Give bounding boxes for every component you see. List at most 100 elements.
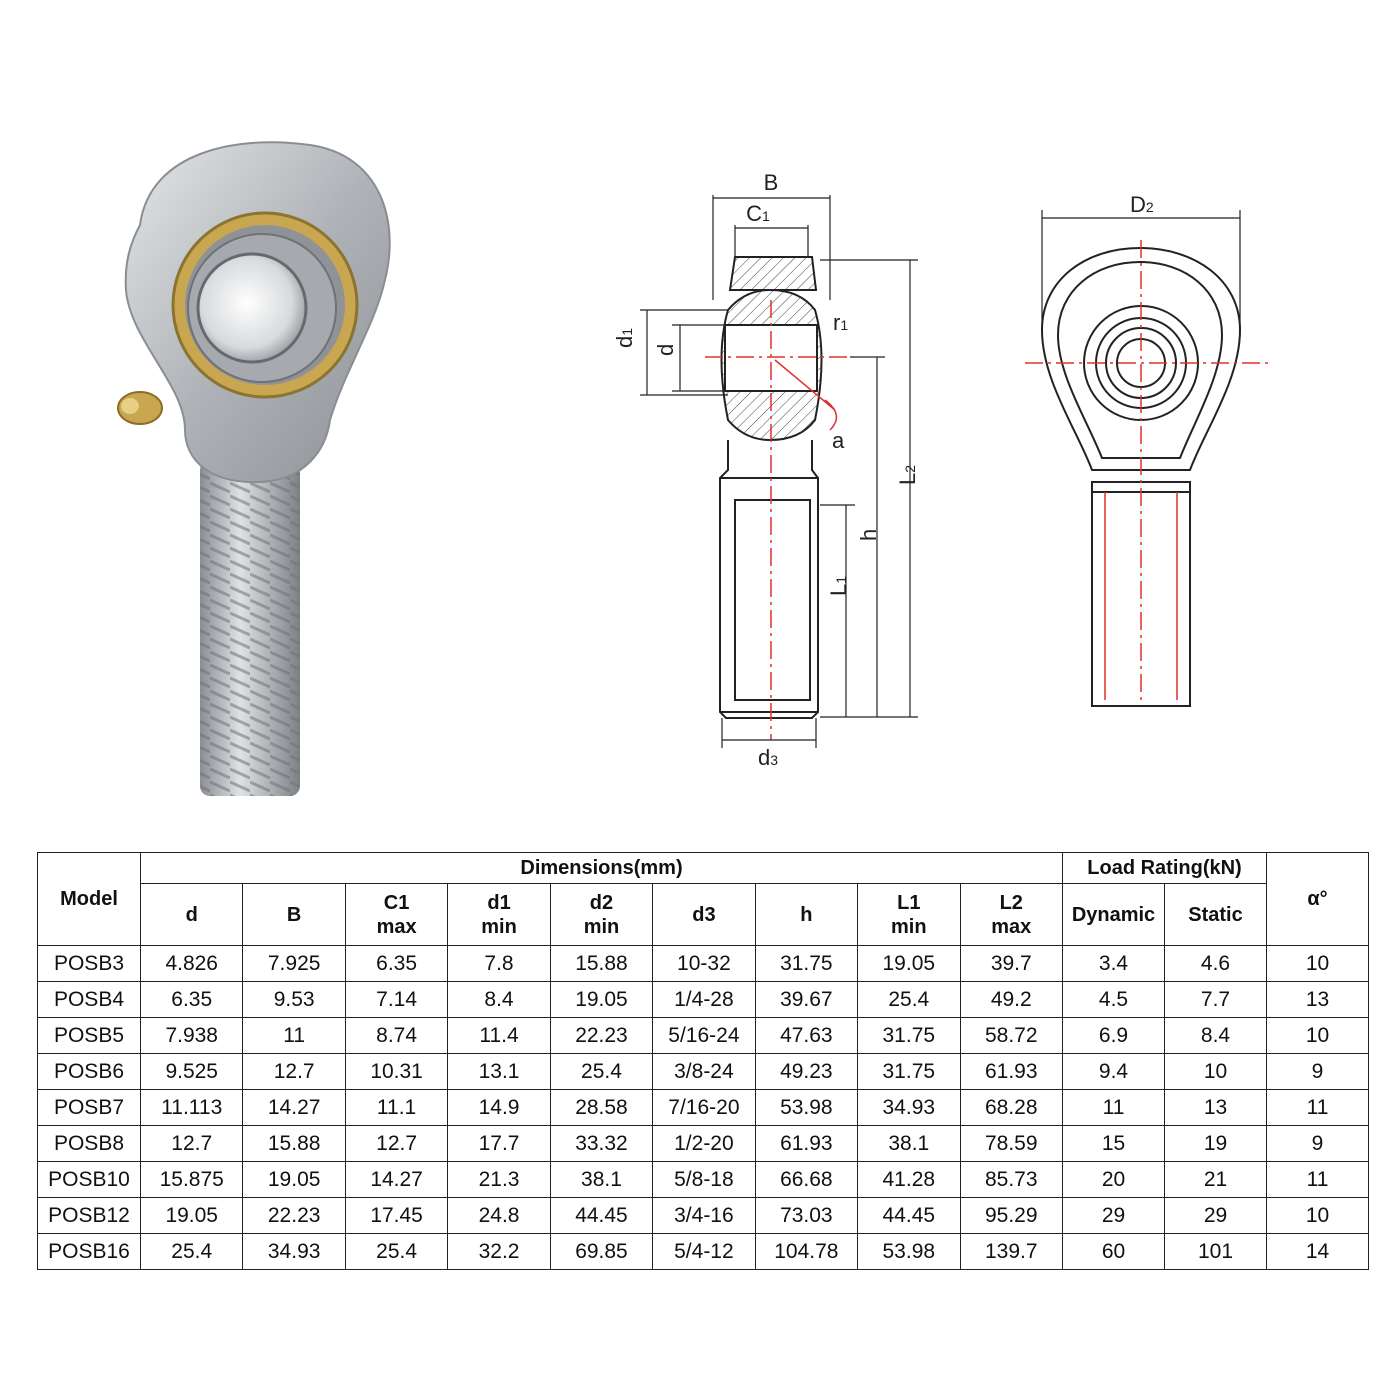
value-cell: 20 bbox=[1062, 1161, 1165, 1198]
value-cell: 13.1 bbox=[447, 1053, 551, 1090]
value-cell: 19.05 bbox=[549, 981, 654, 1018]
value-cell: 73.03 bbox=[754, 1197, 859, 1234]
value-cell: 21.3 bbox=[447, 1161, 551, 1198]
column-header-label: d1 bbox=[487, 891, 511, 914]
value-cell: 24.8 bbox=[447, 1197, 551, 1234]
value-cell: 17.7 bbox=[447, 1125, 551, 1162]
column-header-label: L1 bbox=[897, 891, 921, 914]
value-cell: 33.32 bbox=[549, 1125, 654, 1162]
label-L2-sub: 2 bbox=[902, 465, 918, 473]
value-cell: 7.8 bbox=[447, 945, 551, 982]
model-cell: POSB5 bbox=[37, 1017, 141, 1054]
value-cell: 32.2 bbox=[447, 1233, 551, 1270]
value-cell: 68.28 bbox=[959, 1089, 1063, 1126]
value-cell: 11 bbox=[1062, 1089, 1165, 1126]
value-cell: 9 bbox=[1266, 1125, 1369, 1162]
load-rating-header: Load Rating(kN) bbox=[1062, 852, 1267, 884]
value-cell: 44.45 bbox=[857, 1197, 961, 1234]
label-B: B bbox=[764, 170, 779, 195]
value-cell: 101 bbox=[1164, 1233, 1267, 1270]
value-cell: 58.72 bbox=[959, 1017, 1063, 1054]
value-cell: 41.28 bbox=[857, 1161, 961, 1198]
value-cell: 11.4 bbox=[447, 1017, 551, 1054]
value-cell: 10 bbox=[1266, 945, 1369, 982]
column-header-d: d bbox=[139, 883, 244, 946]
shank-outline bbox=[719, 440, 819, 719]
label-d3: d bbox=[758, 745, 770, 770]
value-cell: 4.6 bbox=[1164, 945, 1267, 982]
value-cell: 34.93 bbox=[242, 1233, 346, 1270]
value-cell: 12.7 bbox=[242, 1053, 346, 1090]
value-cell: 14.9 bbox=[447, 1089, 551, 1126]
value-cell: 6.35 bbox=[344, 945, 449, 982]
eye-outline bbox=[1040, 246, 1242, 471]
value-cell: 7.925 bbox=[242, 945, 346, 982]
svg-text:D2: D2 bbox=[1130, 192, 1154, 217]
value-cell: 66.68 bbox=[754, 1161, 859, 1198]
value-cell: 139.7 bbox=[959, 1233, 1063, 1270]
label-d1: d bbox=[612, 336, 637, 348]
value-cell: 14.27 bbox=[344, 1161, 449, 1198]
value-cell: 31.75 bbox=[857, 1017, 961, 1054]
value-cell: 17.45 bbox=[344, 1197, 449, 1234]
label-a: a bbox=[832, 428, 845, 453]
value-cell: 1/2-20 bbox=[652, 1125, 756, 1162]
value-cell: 104.78 bbox=[754, 1233, 859, 1270]
value-cell: 5/8-18 bbox=[652, 1161, 756, 1198]
value-cell: 14 bbox=[1266, 1233, 1369, 1270]
model-cell: POSB12 bbox=[37, 1197, 141, 1234]
value-cell: 5/4-12 bbox=[652, 1233, 756, 1270]
value-cell: 5/16-24 bbox=[652, 1017, 756, 1054]
model-cell: POSB6 bbox=[37, 1053, 141, 1090]
value-cell: 31.75 bbox=[754, 945, 859, 982]
value-cell: 1/4-28 bbox=[652, 981, 756, 1018]
value-cell: 22.23 bbox=[242, 1197, 346, 1234]
column-header-label: d3 bbox=[692, 903, 716, 926]
label-h: h bbox=[856, 529, 881, 541]
value-cell: 95.29 bbox=[959, 1197, 1063, 1234]
value-cell: 53.98 bbox=[754, 1089, 859, 1126]
value-cell: 25.4 bbox=[139, 1233, 244, 1270]
value-cell: 13 bbox=[1266, 981, 1369, 1018]
value-cell: 78.59 bbox=[959, 1125, 1063, 1162]
value-cell: 39.67 bbox=[754, 981, 859, 1018]
value-cell: 15.875 bbox=[139, 1161, 244, 1198]
value-cell: 7.938 bbox=[139, 1017, 244, 1054]
column-header-label: d bbox=[185, 903, 198, 926]
value-cell: 25.4 bbox=[549, 1053, 654, 1090]
column-header-label: C1 bbox=[383, 891, 410, 914]
value-cell: 10 bbox=[1164, 1053, 1267, 1090]
value-cell: 8.74 bbox=[344, 1017, 449, 1054]
column-header-qualifier: max bbox=[376, 915, 417, 938]
value-cell: 7/16-20 bbox=[652, 1089, 756, 1126]
threaded-shank bbox=[200, 460, 300, 796]
value-cell: 38.1 bbox=[549, 1161, 654, 1198]
label-C1: C bbox=[746, 201, 762, 226]
label-r1-sub: 1 bbox=[840, 317, 848, 333]
svg-text:C1: C1 bbox=[746, 201, 770, 226]
value-cell: 69.85 bbox=[549, 1233, 654, 1270]
value-cell: 19 bbox=[1164, 1125, 1267, 1162]
label-r1: r bbox=[833, 310, 840, 335]
value-cell: 53.98 bbox=[857, 1233, 961, 1270]
model-cell: POSB16 bbox=[37, 1233, 141, 1270]
value-cell: 60 bbox=[1062, 1233, 1165, 1270]
value-cell: 11 bbox=[242, 1017, 346, 1054]
value-cell: 12.7 bbox=[139, 1125, 244, 1162]
value-cell: 3/8-24 bbox=[652, 1053, 756, 1090]
value-cell: 6.9 bbox=[1062, 1017, 1165, 1054]
label-D2-sub: 2 bbox=[1146, 199, 1154, 215]
value-cell: 15 bbox=[1062, 1125, 1165, 1162]
column-header-label: B bbox=[286, 903, 302, 926]
column-header-label: h bbox=[800, 903, 813, 926]
value-cell: 19.05 bbox=[857, 945, 961, 982]
rod-end-photo bbox=[117, 141, 391, 796]
